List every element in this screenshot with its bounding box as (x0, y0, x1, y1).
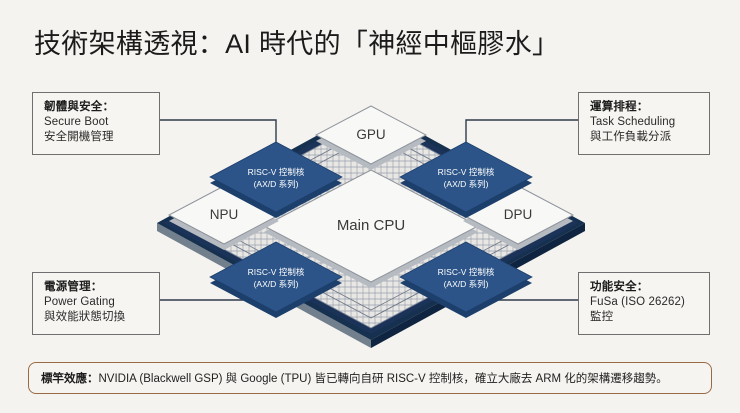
footer-text: NVIDIA (Blackwell GSP) 與 Google (TPU) 皆已… (98, 373, 668, 385)
footer-strong-label: 標竿效應： (41, 373, 99, 385)
risc-label-line2-tl: (AX/D 系列) (254, 179, 299, 189)
callout-head-task-scheduling: 運算排程： (590, 101, 649, 113)
callout-line2-power-management: 與效能狀態切換 (44, 311, 126, 324)
risc-label-line1-br: RISC-V 控制核 (438, 267, 495, 277)
callout-line1-firmware-security: Secure Boot (44, 116, 109, 129)
block-label-gpu: GPU (356, 127, 385, 142)
callout-line2-functional-safety: 監控 (590, 311, 614, 324)
risc-label-line1-tr: RISC-V 控制核 (438, 167, 495, 177)
callout-line2-task-scheduling: 與工作負載分派 (590, 131, 672, 144)
risc-label-line2-bl: (AX/D 系列) (254, 279, 299, 289)
callout-functional-safety: 功能安全： FuSa (ISO 26262) 監控 (578, 272, 710, 335)
risc-label-line1-bl: RISC-V 控制核 (248, 267, 305, 277)
block-main-cpu: Main CPU (262, 169, 480, 288)
block-label-dpu: DPU (504, 207, 533, 222)
callout-line1-power-management: Power Gating (44, 296, 115, 309)
callout-head-power-management: 電源管理： (44, 281, 103, 293)
callout-firmware-security: 韌體與安全： Secure Boot 安全開機管理 (32, 92, 160, 155)
block-risc-bottom-right: RISC-V 控制核 (AX/D 系列) (399, 241, 533, 318)
block-label-main-cpu: Main CPU (337, 217, 405, 234)
callout-line1-task-scheduling: Task Scheduling (590, 116, 676, 129)
block-risc-top-right: RISC-V 控制核 (AX/D 系列) (399, 141, 533, 218)
risc-label-line2-br: (AX/D 系列) (444, 279, 489, 289)
risc-label-line1-tl: RISC-V 控制核 (248, 167, 305, 177)
block-label-npu: NPU (210, 207, 239, 222)
callout-line1-functional-safety: FuSa (ISO 26262) (590, 296, 685, 309)
soc-isometric-diagram: Main CPU GPU NPU DPU RISC-V 控制核 (AX/D 系列… (157, 105, 585, 348)
callout-power-management: 電源管理： Power Gating 與效能狀態切換 (32, 272, 160, 335)
callout-line2-firmware-security: 安全開機管理 (44, 131, 114, 144)
callout-head-functional-safety: 功能安全： (590, 281, 649, 293)
block-risc-top-left: RISC-V 控制核 (AX/D 系列) (209, 141, 343, 218)
block-gpu: GPU (314, 105, 428, 170)
risc-label-line2-tr: (AX/D 系列) (444, 179, 489, 189)
callout-task-scheduling: 運算排程： Task Scheduling 與工作負載分派 (578, 92, 710, 155)
block-risc-bottom-left: RISC-V 控制核 (AX/D 系列) (209, 241, 343, 318)
page-title: 技術架構透視：AI 時代的「神經中樞膠水」 (34, 29, 560, 59)
footer-callout-bar: 標竿效應： NVIDIA (Blackwell GSP) 與 Google (T… (28, 362, 712, 394)
callout-head-firmware-security: 韌體與安全： (44, 101, 115, 113)
